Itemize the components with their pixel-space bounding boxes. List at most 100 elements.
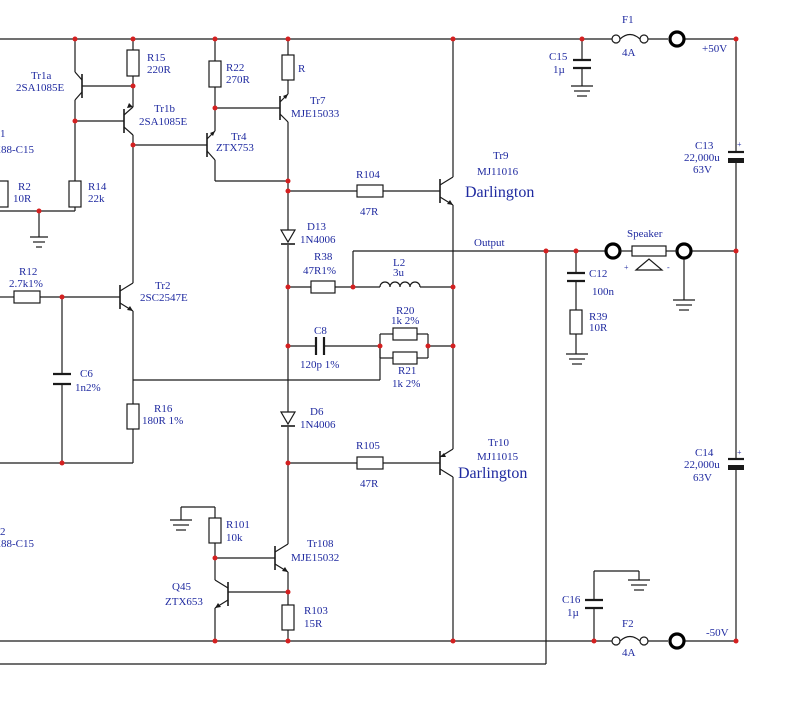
c6-value: 1n2% [75, 382, 101, 394]
r16-label: R16 [154, 403, 173, 415]
resistor-r [281, 54, 295, 81]
resistor-r21 [392, 351, 418, 365]
r21-label: R21 [398, 365, 416, 377]
ground-icon [628, 579, 650, 591]
c15-value: 1µ [553, 64, 565, 76]
c14-value: 22,000u [684, 459, 720, 471]
diode-d13-icon [279, 229, 297, 245]
r104-label: R104 [356, 169, 380, 181]
terminal-icon [668, 30, 686, 48]
d13-part: 1N4006 [300, 234, 336, 246]
c14-voltage: 63V [693, 472, 712, 484]
tr1b-part: 2SA1085E [139, 116, 188, 128]
tr2-part: 2SC2547E [140, 292, 188, 304]
ground-icon [566, 353, 588, 365]
wires [0, 38, 737, 665]
terminal-icon [675, 242, 693, 260]
speaker-icon [620, 245, 677, 271]
resistor-r104 [356, 184, 384, 198]
tr10-label: Tr10 [488, 437, 509, 449]
r39-label: R39 [589, 311, 608, 323]
ground-icon [170, 519, 192, 531]
junction-dots [36, 36, 739, 644]
r-label: R [298, 63, 306, 75]
output-label: Output [474, 237, 505, 249]
ground-icon [571, 85, 593, 97]
c8-value: 120p 1% [300, 359, 339, 371]
rail-positive-label: +50V [702, 43, 727, 55]
tr1a-label: Tr1a [31, 70, 51, 82]
capacitor-c13 [728, 148, 744, 165]
l2-label: L2 [393, 257, 405, 269]
speaker-plus: + [624, 263, 629, 272]
ground-icon [673, 299, 695, 311]
r12-value: 2.7k1% [9, 278, 43, 290]
resistor-r39 [569, 309, 583, 335]
r2-value: 10R [13, 193, 32, 205]
r12-label: R12 [19, 266, 37, 278]
tr1b-label: Tr1b [154, 103, 175, 115]
r101-label: R101 [226, 519, 250, 531]
capacitor-c16 [585, 598, 603, 610]
c6-label: C6 [80, 368, 93, 380]
terminals [604, 30, 693, 650]
transistor-tr2-icon [119, 282, 134, 312]
f2-label: F2 [622, 618, 634, 630]
terminal-icon [668, 632, 686, 650]
q45-part: ZTX653 [165, 596, 203, 608]
r105-value: 47R [360, 478, 379, 490]
transistor-tr108-icon [274, 543, 289, 573]
resistor-r22 [208, 60, 222, 88]
c16-label: C16 [562, 594, 581, 606]
diode-d6-icon [279, 411, 297, 427]
r15-label: R15 [147, 52, 166, 64]
speaker-minus: - [667, 263, 670, 272]
r22-label: R22 [226, 62, 244, 74]
resistor-r101 [208, 517, 222, 544]
c14-label: C14 [695, 447, 714, 459]
r39-value: 10R [589, 322, 608, 334]
d1-label: D1 [0, 128, 5, 140]
r15-value: 220R [147, 64, 172, 76]
tr4-part: ZTX753 [216, 142, 254, 154]
transistor-tr1b-icon [123, 103, 134, 136]
d6-label: D6 [310, 406, 324, 418]
resistor-r14 [68, 180, 82, 208]
q45-label: Q45 [172, 581, 191, 593]
tr108-label: Tr108 [307, 538, 334, 550]
resistor-r2 [0, 180, 9, 208]
tr9-label: Tr9 [493, 150, 509, 162]
r103-value: 15R [304, 618, 323, 630]
d1-part: BZX88-C15 [0, 144, 35, 156]
transistor-q45-icon [214, 579, 229, 609]
tr7-part: MJE15033 [291, 108, 340, 120]
f1-label: F1 [622, 14, 634, 26]
r14-value: 22k [88, 193, 105, 205]
transistor-tr4-icon [206, 130, 216, 161]
c13-value: 22,000u [684, 152, 720, 164]
tr4-label: Tr4 [231, 131, 247, 143]
tr10-type: Darlington [458, 465, 527, 482]
tr10-part: MJ11015 [477, 451, 519, 463]
capacitor-c12 [567, 271, 585, 283]
fuse-f1-icon [611, 33, 649, 44]
transistor-tr7-icon [279, 93, 289, 123]
r14-label: R14 [88, 181, 107, 193]
tr2-label: Tr2 [155, 280, 171, 292]
r103-label: R103 [304, 605, 328, 617]
l2-value: 3u [393, 267, 405, 279]
fuses [611, 33, 649, 646]
c12-label: C12 [589, 268, 607, 280]
c15-label: C15 [549, 51, 568, 63]
ground-symbols [30, 85, 695, 591]
d2-part: BZX88-C15 [0, 538, 35, 550]
r38-value: 47R1% [303, 265, 336, 277]
tr9-part: MJ11016 [477, 166, 519, 178]
rail-negative-label: -50V [706, 627, 729, 639]
resistor-r103 [281, 604, 295, 631]
r2-label: R2 [18, 181, 31, 193]
r101-value: 10k [226, 532, 243, 544]
f2-value: 4A [622, 647, 636, 659]
tr108-part: MJE15032 [291, 552, 339, 564]
